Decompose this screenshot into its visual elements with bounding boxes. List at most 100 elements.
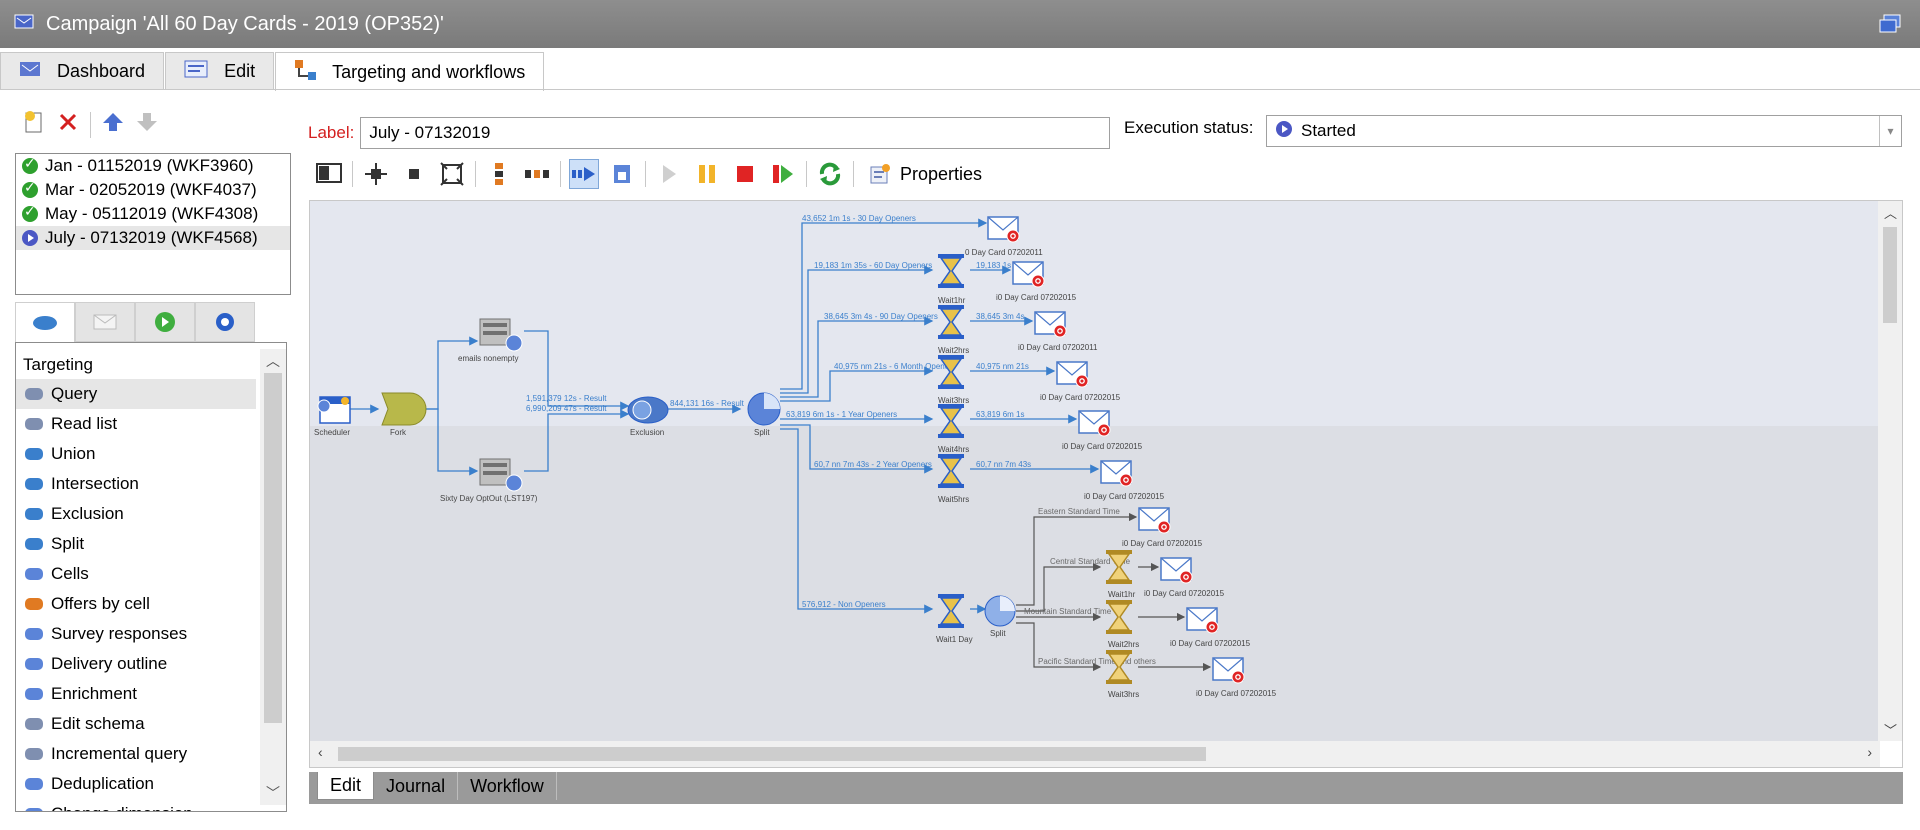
palette-item-label: Enrichment [51, 684, 137, 703]
palette-tab-flow-control[interactable] [135, 302, 195, 342]
delete-icon[interactable] [56, 110, 80, 139]
palette-item[interactable]: Exclusion [16, 499, 256, 529]
delivery-node[interactable]: i0 Day Card 07202015 [1196, 657, 1277, 698]
activity-properties-icon[interactable] [607, 159, 637, 189]
align-horizontal-icon[interactable] [522, 159, 552, 189]
tab-dashboard-label: Dashboard [57, 61, 146, 81]
canvas-vertical-scrollbar[interactable]: ︿ ﹀ [1878, 201, 1902, 741]
tab-dashboard[interactable]: Dashboard [0, 52, 165, 90]
bottom-tab-workflow[interactable]: Workflow [458, 772, 557, 800]
workflow-canvas[interactable]: 1,591,379 12s - Result 6,990,209 47s - R… [309, 200, 1903, 768]
palette-tab-targeting[interactable] [15, 302, 75, 342]
delivery-node[interactable]: i0 Day Card 07202015 [1084, 460, 1165, 501]
delivery-node[interactable]: i0 Day Card 07202015 [1122, 507, 1203, 548]
scrollbar-thumb[interactable] [1883, 227, 1897, 323]
tab-edit[interactable]: Edit [165, 52, 275, 90]
fit-to-window-icon[interactable] [437, 159, 467, 189]
palette-item[interactable]: Incremental query [16, 739, 256, 769]
wait-node[interactable]: Wait2hrs [1105, 599, 1139, 649]
edge-label: 576,912 - Non Openers [802, 600, 886, 609]
workflow-item-label: July - 07132019 (WKF4568) [45, 228, 258, 247]
query-node[interactable]: Sixty Day OptOut (LST197) [440, 458, 538, 503]
palette-item[interactable]: Enrichment [16, 679, 256, 709]
wait-node[interactable]: Wait3hrs [937, 354, 969, 405]
palette-tab-actions[interactable] [195, 302, 255, 342]
scroll-up-icon[interactable]: ︿ [1884, 206, 1898, 221]
query-node[interactable]: emails nonempty [458, 318, 523, 363]
chevron-down-icon[interactable]: ▾ [1879, 116, 1901, 146]
align-vertical-icon[interactable] [484, 159, 514, 189]
palette-item[interactable]: Intersection [16, 469, 256, 499]
palette-item[interactable]: Cells [16, 559, 256, 589]
bottom-tab-edit[interactable]: Edit [317, 772, 375, 800]
palette-tab-delivery[interactable] [75, 302, 135, 342]
bottom-tab-journal[interactable]: Journal [374, 772, 459, 800]
wait-node[interactable]: Wait4hrs [937, 403, 969, 454]
wait-node[interactable]: Wait3hrs [1105, 649, 1139, 699]
palette-item-label: Intersection [51, 474, 139, 493]
node-label: Wait5hrs [938, 495, 969, 504]
palette-item[interactable]: Split [16, 529, 256, 559]
scrollbar-thumb[interactable] [338, 747, 1206, 761]
restore-window-icon[interactable] [1878, 14, 1902, 40]
palette-item[interactable]: Edit schema [16, 709, 256, 739]
palette-item[interactable]: Survey responses [16, 619, 256, 649]
exclusion-node[interactable]: Exclusion [627, 396, 669, 437]
move-tool-icon[interactable] [361, 159, 391, 189]
delivery-node[interactable]: i0 Day Card 07202015 [1170, 607, 1251, 648]
wait-node[interactable]: Wait5hrs [937, 453, 969, 504]
stop-icon[interactable] [730, 159, 760, 189]
scroll-right-icon[interactable]: › [1867, 744, 1872, 760]
palette-scrollbar[interactable]: ︿ ﹀ [260, 349, 286, 805]
execution-status-select[interactable]: Started ▾ [1266, 115, 1902, 147]
transition-mode-icon[interactable] [569, 159, 599, 189]
split-node[interactable]: Split [747, 392, 781, 437]
canvas-horizontal-scrollbar[interactable]: ‹ › [310, 741, 1880, 767]
normal-size-icon[interactable] [399, 159, 429, 189]
move-up-icon[interactable] [101, 110, 125, 139]
workflow-item-selected[interactable]: July - 07132019 (WKF4568) [16, 226, 290, 250]
move-down-icon[interactable] [135, 110, 159, 139]
palette-item[interactable]: Union [16, 439, 256, 469]
workflow-item[interactable]: Jan - 01152019 (WKF3960) [16, 154, 290, 178]
split-node[interactable]: Split [984, 595, 1016, 638]
scroll-down-icon[interactable]: ﹀ [1884, 723, 1898, 738]
pause-icon[interactable] [692, 159, 722, 189]
activity-icon [24, 415, 44, 433]
display-panel-icon[interactable] [314, 159, 344, 189]
new-workflow-icon[interactable] [22, 110, 46, 139]
delivery-node[interactable]: i0 Day Card 07202011 [1018, 311, 1098, 352]
palette-item[interactable]: Change dimension [16, 799, 256, 811]
tab-targeting-workflows[interactable]: Targeting and workflows [275, 52, 545, 91]
workflow-item[interactable]: May - 05112019 (WKF4308) [16, 202, 290, 226]
delivery-node[interactable]: i0 Day Card 07202015 [1062, 410, 1143, 451]
delivery-node[interactable]: i0 Day Card 07202015 [996, 261, 1077, 302]
wait-node[interactable]: Wait1hr [937, 253, 966, 305]
start-icon[interactable] [654, 159, 684, 189]
scroll-left-icon[interactable]: ‹ [318, 744, 323, 760]
scrollbar-thumb[interactable] [264, 373, 282, 723]
edge-label: 63,819 6m 1s - 1 Year Openers [786, 410, 897, 419]
scroll-up-icon[interactable]: ︿ [266, 353, 280, 369]
scheduler-node[interactable]: Scheduler [314, 396, 351, 437]
edge-label: 60,7 nn 7m 43s [976, 460, 1031, 469]
palette-item[interactable]: Deduplication [16, 769, 256, 799]
palette-item[interactable]: Read list [16, 409, 256, 439]
delivery-node[interactable]: i0 Day Card 07202015 [1144, 557, 1225, 598]
refresh-icon[interactable] [815, 159, 845, 189]
workflow-item[interactable]: Mar - 02052019 (WKF4037) [16, 178, 290, 202]
unconditional-stop-icon[interactable] [768, 159, 798, 189]
scroll-down-icon[interactable]: ﹀ [266, 785, 280, 801]
delivery-node[interactable]: 0 Day Card 07202011 [965, 216, 1043, 257]
palette-item[interactable]: Delivery outline [16, 649, 256, 679]
wait-node[interactable]: Wait2hrs [937, 304, 969, 355]
palette-item[interactable]: Query [16, 379, 256, 409]
wait-node[interactable]: Wait1hr [1105, 549, 1136, 599]
label-input[interactable] [360, 117, 1111, 149]
fork-node[interactable]: Fork [381, 392, 427, 437]
delivery-node[interactable]: i0 Day Card 07202015 [1040, 361, 1121, 402]
wait-node[interactable]: Wait1 Day [936, 593, 973, 644]
properties-button[interactable]: Properties [868, 162, 982, 186]
palette-item[interactable]: Offers by cell [16, 589, 256, 619]
